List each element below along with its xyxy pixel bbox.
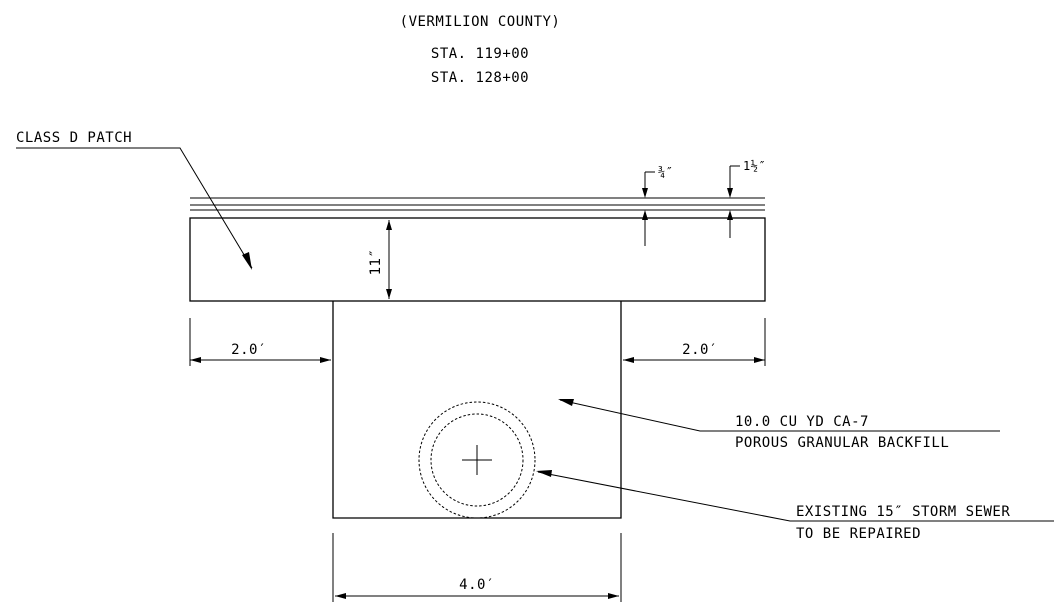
- backfill-label-line1: 10.0 CU YD CA-7: [735, 414, 869, 430]
- patch-depth-dim: [386, 220, 392, 299]
- overlay-thickness-dim-1: [642, 171, 655, 246]
- overlay-thickness-label-1: ¾″: [658, 165, 673, 179]
- left-width-dim: [189, 318, 331, 366]
- pipe-center-mark: [462, 445, 492, 475]
- trench-width-label: 4.0′: [459, 577, 495, 593]
- sewer-pipe-outer: [418, 401, 536, 519]
- right-width-label: 2.0′: [682, 342, 718, 358]
- patch-slab: [189, 217, 766, 302]
- patch-leader: [16, 147, 253, 270]
- sewer-label-line1: EXISTING 15″ STORM SEWER: [796, 504, 1010, 520]
- patch-label: CLASS D PATCH: [16, 130, 132, 146]
- county-label: (VERMILION COUNTY): [400, 14, 561, 30]
- backfill-leader: [558, 399, 1000, 432]
- sewer-pipe-inner: [430, 413, 524, 507]
- overlay-thickness-dim-2: [727, 165, 740, 238]
- station-label-2: STA. 128+00: [431, 70, 529, 86]
- station-label-1: STA. 119+00: [431, 46, 529, 62]
- right-width-dim: [623, 318, 766, 366]
- patch-depth-label: 11″: [368, 249, 384, 276]
- trench-outline: [332, 301, 622, 519]
- sewer-leader: [536, 470, 1054, 522]
- backfill-label-line2: POROUS GRANULAR BACKFILL: [735, 435, 949, 451]
- overlay-thickness-label-2: 1½″: [743, 159, 766, 173]
- trench-width-dim: [332, 533, 622, 602]
- left-width-label: 2.0′: [231, 342, 267, 358]
- sewer-label-line2: TO BE REPAIRED: [796, 526, 921, 542]
